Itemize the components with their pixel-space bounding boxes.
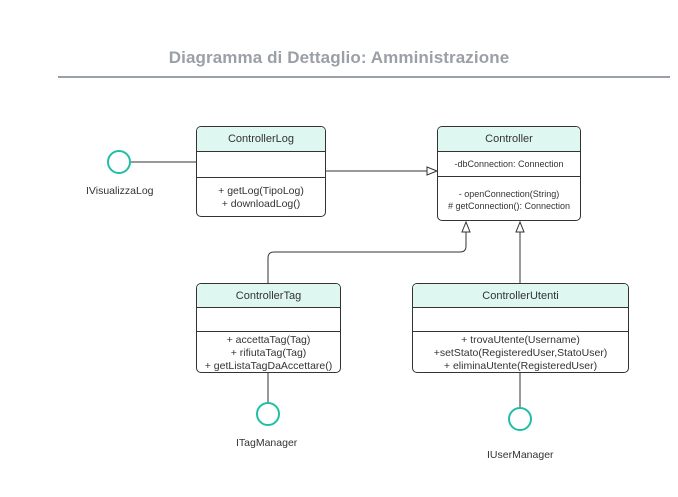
method: + getLog(TipoLog) bbox=[218, 185, 304, 197]
methods-section: - openConnection(String) # getConnection… bbox=[438, 177, 580, 220]
tag-inheritance-arrowhead bbox=[461, 220, 471, 233]
class-controller-utenti[interactable]: ControllerUtenti + trovaUtente(Username)… bbox=[412, 283, 629, 373]
attributes-section bbox=[197, 308, 340, 332]
interface-label-user-manager: IUserManager bbox=[487, 449, 554, 461]
utenti-inheritance-arrowhead bbox=[515, 220, 525, 233]
method: + rifiutaTag(Tag) bbox=[230, 346, 307, 359]
class-controller-tag[interactable]: ControllerTag + accettaTag(Tag) + rifiut… bbox=[196, 283, 341, 373]
attributes-section bbox=[197, 152, 325, 178]
methods-section: + trovaUtente(Username) +setStato(Regist… bbox=[413, 332, 628, 372]
attributes-section: -dbConnection: Connection bbox=[438, 152, 580, 177]
method: + downloadLog() bbox=[221, 198, 301, 210]
class-name: ControllerUtenti bbox=[413, 284, 628, 308]
method: + trovaUtente(Username) bbox=[461, 333, 580, 346]
interface-label-tag-manager: ITagManager bbox=[236, 437, 298, 449]
method: # getConnection(): Connection bbox=[447, 200, 571, 211]
log-interface-circle bbox=[107, 150, 131, 174]
method: + getListaTagDaAccettare() bbox=[204, 359, 333, 372]
methods-section: + getLog(TipoLog) + downloadLog() bbox=[197, 178, 325, 216]
method: +setStato(RegisteredUser,StatoUser) bbox=[433, 346, 608, 359]
interface-label-visualizza-log: IVisualizzaLog bbox=[86, 185, 154, 197]
class-name: ControllerTag bbox=[197, 284, 340, 308]
class-name: Controller bbox=[438, 127, 580, 152]
diagram-title: Diagramma di Dettaglio: Amministrazione bbox=[168, 48, 510, 67]
method: + eliminaUtente(RegisteredUser) bbox=[443, 359, 598, 372]
class-name: ControllerLog bbox=[197, 127, 325, 152]
tag-interface-circle bbox=[256, 402, 280, 426]
tag-inheritance-line bbox=[267, 231, 467, 283]
log-inheritance-arrowhead bbox=[426, 166, 439, 176]
title-divider bbox=[58, 76, 670, 78]
method: - openConnection(String) bbox=[458, 188, 560, 199]
method: + accettaTag(Tag) bbox=[226, 333, 311, 346]
class-controller-log[interactable]: ControllerLog + getLog(TipoLog) + downlo… bbox=[196, 126, 326, 217]
utenti-interface-circle bbox=[508, 407, 532, 431]
class-controller[interactable]: Controller -dbConnection: Connection - o… bbox=[437, 126, 581, 221]
attributes-section bbox=[413, 308, 628, 332]
attribute: -dbConnection: Connection bbox=[454, 159, 564, 169]
methods-section: + accettaTag(Tag) + rifiutaTag(Tag) + ge… bbox=[197, 332, 340, 372]
